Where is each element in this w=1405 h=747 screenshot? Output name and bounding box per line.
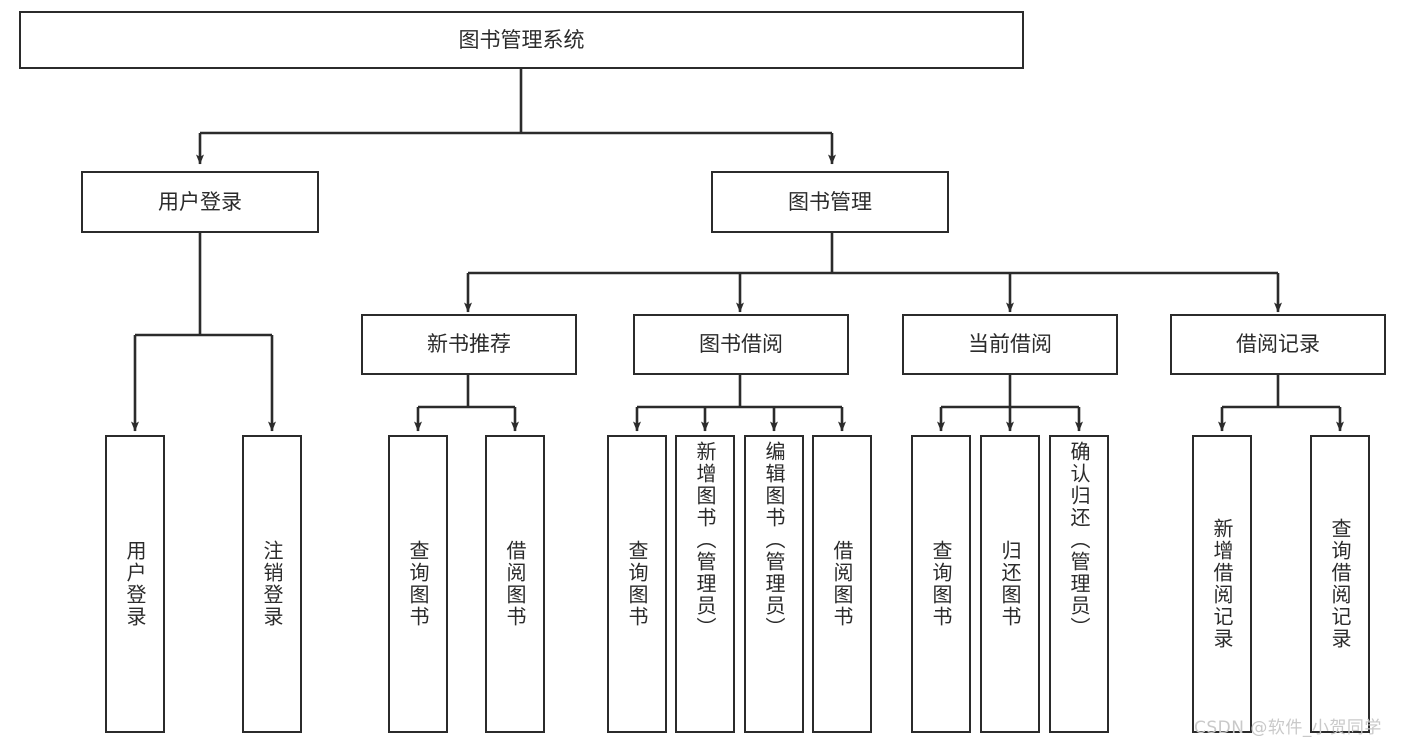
leaf-borrow-book[interactable]: 借阅图书 — [812, 435, 872, 733]
node-book-management[interactable]: 图书管理 — [711, 171, 949, 233]
node-borrow-record[interactable]: 借阅记录 — [1170, 314, 1386, 375]
leaf-query-book-current[interactable]: 查询图书 — [911, 435, 971, 733]
node-label: 编辑图书（管理员） — [762, 441, 786, 639]
node-label: 查询图书 — [406, 540, 430, 628]
node-label: 归还图书 — [998, 540, 1022, 628]
node-label: 图书借阅 — [699, 332, 783, 357]
node-book-borrow[interactable]: 图书借阅 — [633, 314, 849, 375]
node-label: 用户登录 — [123, 540, 147, 628]
node-label: 借阅图书 — [503, 540, 527, 628]
node-label: 图书管理系统 — [458, 27, 585, 52]
node-label: 借阅记录 — [1236, 332, 1320, 357]
leaf-add-borrow-record[interactable]: 新增借阅记录 — [1192, 435, 1252, 733]
leaf-return-book[interactable]: 归还图书 — [980, 435, 1040, 733]
node-label: 图书管理 — [788, 189, 872, 214]
node-label: 查询借阅记录 — [1328, 518, 1352, 650]
node-label: 查询图书 — [929, 540, 953, 628]
leaf-query-borrow-record[interactable]: 查询借阅记录 — [1310, 435, 1370, 733]
leaf-user-logout[interactable]: 注销登录 — [242, 435, 302, 733]
leaf-edit-book-admin[interactable]: 编辑图书（管理员） — [744, 435, 804, 733]
node-root-system[interactable]: 图书管理系统 — [19, 11, 1024, 69]
leaf-confirm-return-admin[interactable]: 确认归还（管理员） — [1049, 435, 1109, 733]
leaf-add-book-admin[interactable]: 新增图书（管理员） — [675, 435, 735, 733]
leaf-query-book-recommend[interactable]: 查询图书 — [388, 435, 448, 733]
node-new-book-recommend[interactable]: 新书推荐 — [361, 314, 577, 375]
node-label: 新增借阅记录 — [1210, 518, 1234, 650]
node-label: 确认归还（管理员） — [1067, 441, 1091, 639]
node-label: 新书推荐 — [427, 332, 511, 357]
leaf-borrow-book-recommend[interactable]: 借阅图书 — [485, 435, 545, 733]
leaf-query-book-borrow[interactable]: 查询图书 — [607, 435, 667, 733]
node-current-borrow[interactable]: 当前借阅 — [902, 314, 1118, 375]
leaf-user-login[interactable]: 用户登录 — [105, 435, 165, 733]
node-label: 用户登录 — [158, 189, 242, 214]
csdn-watermark: CSDN @软件_小贺同学 — [1194, 718, 1382, 738]
node-user-login[interactable]: 用户登录 — [81, 171, 319, 233]
node-label: 借阅图书 — [830, 540, 854, 628]
node-label: 查询图书 — [625, 540, 649, 628]
node-label: 当前借阅 — [968, 332, 1052, 357]
node-label: 新增图书（管理员） — [693, 441, 717, 639]
node-label: 注销登录 — [260, 540, 284, 628]
